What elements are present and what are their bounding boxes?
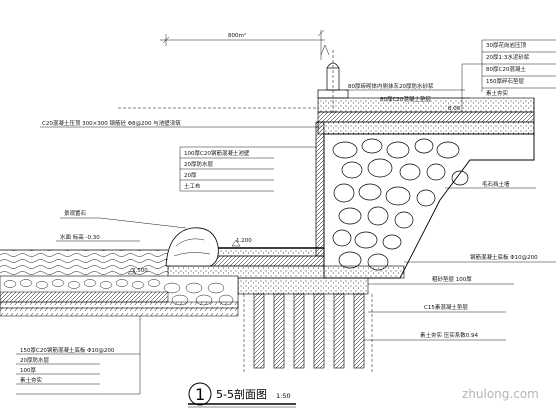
callout-water: 水面 标高 -0.30	[60, 233, 100, 241]
watermark: zhulong.com	[462, 387, 539, 401]
callout-top-right-5: 素土夯实	[486, 89, 509, 97]
bottom-callout-3: 100厚	[20, 367, 36, 374]
bottom-callout-2: 20厚防水层	[20, 356, 49, 364]
callout-left-long: C20混凝土压顶 300×300 钢筋砼 Φ8@200 与池壁浇筑	[42, 119, 181, 127]
top-right-callouts: 30厚花岗岩压顶 20厚1:3水泥砂浆 80厚C20混凝土 150厚碎石垫层 素…	[461, 39, 556, 112]
callout-right-low3: 素土夯实 压实系数0.94	[420, 331, 478, 339]
inner-callout-1: 100厚C20钢筋混凝土池壁	[184, 149, 250, 157]
landscape-rock: 景观置石	[60, 210, 219, 267]
inner-callout-3: 20厚	[184, 172, 197, 179]
water-body: 水面 标高 -0.30 2.500	[0, 233, 168, 276]
callout-right-wall: 毛石挡土墙	[482, 180, 510, 188]
inner-callout-2: 20厚防水层	[184, 160, 213, 168]
gravel-bed	[0, 275, 239, 317]
dimension-label: 800m²	[228, 32, 246, 39]
inner-callouts: 100厚C20钢筋混凝土池壁 20厚防水层 20厚 土工布	[179, 146, 316, 192]
inner-callout-4: 土工布	[184, 182, 201, 190]
bottom-callout-1: 150厚C20钢筋混凝土底板 Φ10@200	[20, 346, 115, 354]
callout-right-low2: C15素混凝土垫层	[424, 303, 468, 311]
water-top-guide: C20混凝土压顶 300×300 钢筋砼 Φ8@200 与池壁浇筑	[40, 107, 320, 128]
bottom-callout-4: 素土夯实	[20, 376, 43, 384]
right-callouts: 钢筋混凝土底板 Φ10@200 粗砂垫层 100厚 C15素混凝土垫层 素土夯实…	[364, 253, 556, 341]
dimension-line: 800m²	[160, 29, 330, 60]
level-left: 2.500	[132, 268, 148, 274]
callout-right-low1: 粗砂垫层 100厚	[432, 275, 472, 283]
callout-paving-small: 8.00	[448, 106, 461, 112]
callout-right-mid: 钢筋混凝土底板 Φ10@200	[470, 253, 538, 261]
callout-rock: 景观置石	[64, 210, 87, 217]
callout-top-right-3: 80厚C20混凝土	[486, 65, 526, 73]
title-number: 1	[195, 385, 205, 404]
callout-paving-top: 80厚砖砌体内侧抹灰20厚防水砂浆	[348, 82, 434, 90]
level-right: 1.200	[236, 238, 252, 244]
callout-paving-second: 80厚C20混凝土垫层	[380, 95, 431, 103]
drawing-title: 1 5-5剖面图 1:50	[188, 382, 296, 408]
pool-floor: 1.200	[167, 238, 405, 295]
bottom-callouts: 150厚C20钢筋混凝土底板 Φ10@200 20厚防水层 100厚 素土夯实	[16, 316, 141, 395]
callout-top-right-1: 30厚花岗岩压顶	[486, 41, 526, 49]
title-text: 5-5剖面图	[216, 387, 267, 401]
title-scale: 1:50	[276, 392, 291, 400]
callout-top-right-4: 150厚碎石垫层	[486, 77, 524, 85]
piles	[243, 293, 373, 372]
callout-top-right-2: 20厚1:3水泥砂浆	[486, 53, 530, 61]
